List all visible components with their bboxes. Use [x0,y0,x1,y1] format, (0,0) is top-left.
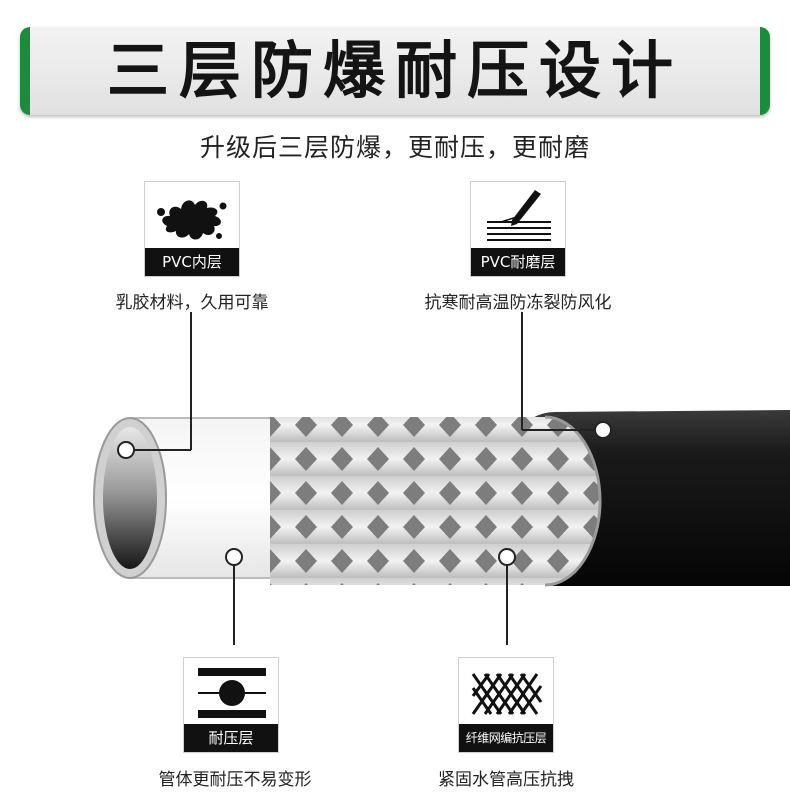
pvc-wear-caption: 抗寒耐高温防冻裂防风化 [424,293,612,313]
pressure-icon [198,668,266,718]
banner-right-cap [760,27,770,115]
pvc-inner-tag: PVC内层 [145,248,239,276]
pointer-dot-pressure [225,548,243,566]
pointer-dot-fiber-mesh [498,548,516,566]
title-banner: 三层防爆耐压设计 [20,27,770,115]
splat-icon [157,200,227,240]
pvc-inner-card: PVC内层 [144,181,240,277]
mesh-icon [471,673,543,715]
pvc-inner-layer [93,417,167,579]
fiber-mesh-tag: 纤维网编抗压层 [459,724,553,752]
pointer-dot-pvc-wear [594,421,612,439]
fiber-mesh-caption: 紧固水管高压抗拽 [438,770,574,790]
page-subtitle: 升级后三层防爆，更耐压，更耐磨 [199,133,590,162]
pvc-wear-tag: PVC耐磨层 [471,248,565,276]
pressure-tag: 耐压层 [184,724,278,752]
pressure-caption: 管体更耐压不易变形 [158,770,312,790]
pointer-lines [117,312,612,645]
pressure-layer [130,417,270,579]
fiber-mesh-card: 纤维网编抗压层 [458,657,554,753]
fiber-mesh-layer [270,415,602,587]
pointer-dot-pvc-inner [117,441,135,459]
page-title: 三层防爆耐压设计 [106,34,683,107]
banner-left-cap [20,27,30,115]
pvc-wear-card: PVC耐磨层 [470,181,566,277]
pvc-inner-caption: 乳胶材料，久用可靠 [115,293,269,313]
scratch-icon [487,190,551,241]
pressure-card: 耐压层 [183,657,279,753]
